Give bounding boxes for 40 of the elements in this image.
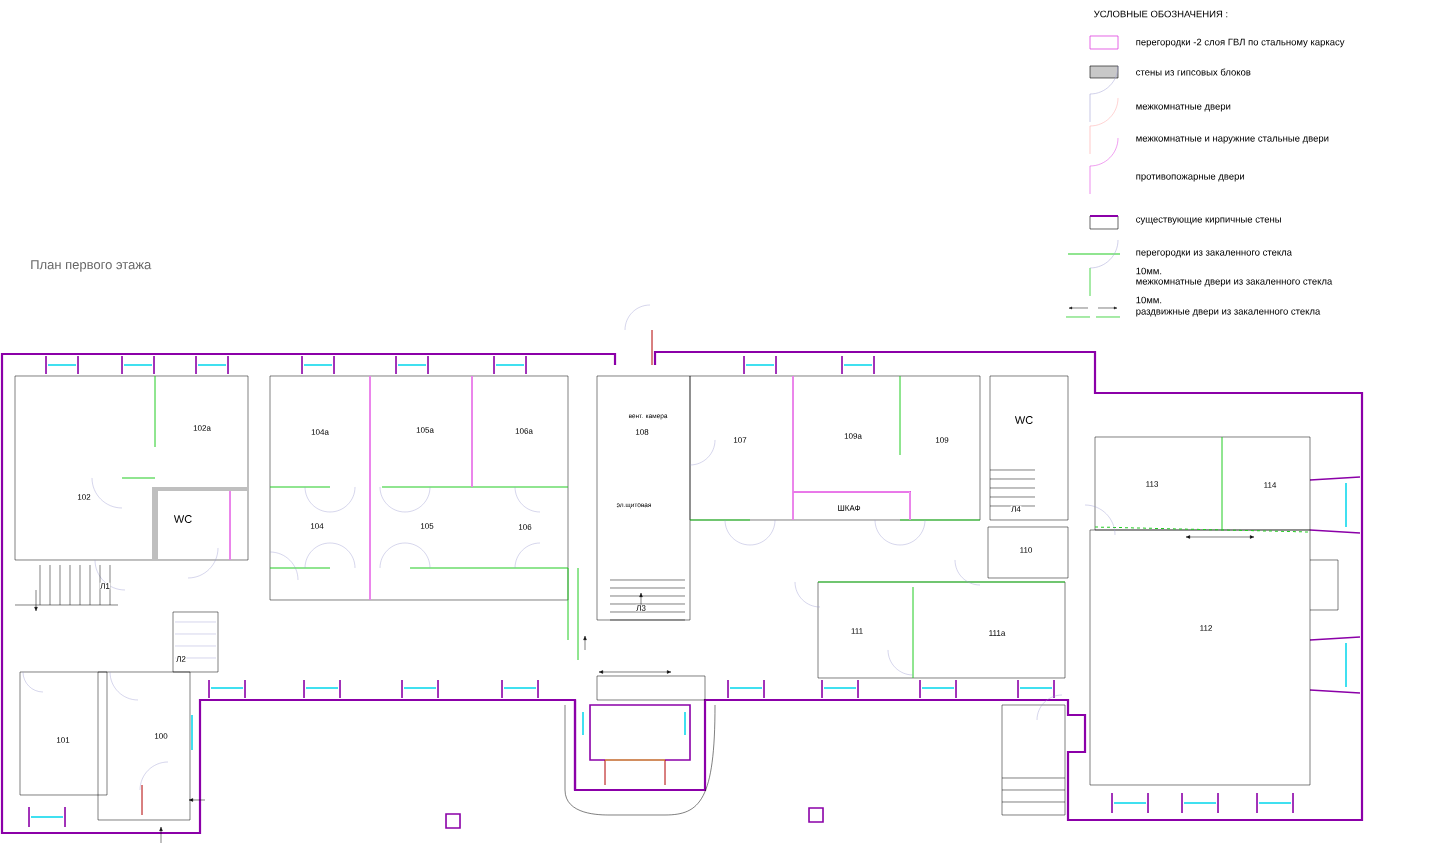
room-label: 100 [153,732,169,740]
room-label: WC [173,514,193,524]
legend-text: перегородки -2 слоя ГВЛ по стальному каркасу [1136,38,1345,48]
legend-text: стены из гипсовых блоков [1136,68,1251,76]
legend-text: межкомнатные двери из закаленного стекла [1136,279,1333,287]
room-label: 109 [934,436,950,444]
room-label: 104а [310,428,330,436]
room-label: 110 [1019,546,1033,554]
room-label: 109а [843,432,863,440]
room-label: 111 [850,627,864,635]
legend-text: межкомнатные и наружние стальные двери [1136,136,1329,144]
room-label: Л2 [175,655,187,663]
room-label: 106 [517,523,533,531]
room-label: Л3 [635,604,647,612]
room-label: 105 [419,522,435,530]
room-label: 107 [732,436,748,444]
room-label: 102 [76,493,92,501]
room-label: 102а [192,424,212,432]
room-label: 114 [1263,481,1277,489]
room-label: 104 [309,522,325,530]
room-label: 105а [415,426,435,434]
legend-text: противопожарные двери [1136,174,1244,182]
legend-heading: УСЛОВНЫЕ ОБОЗНАЧЕНИЯ : [1093,10,1229,18]
room-label: 113 [1145,480,1159,488]
room-label: 108 [634,428,650,436]
plan-title: План первого этажа [31,260,152,272]
room-label: 101 [55,736,71,744]
legend-text: существующие кирпичные стены [1136,217,1281,225]
room-label: Л4 [1010,505,1022,513]
room-label: 111а [988,629,1006,637]
room-label: 106а [514,427,534,435]
room-label: 112 [1199,624,1213,632]
legend-text: раздвижные двери из закаленного стекла [1136,309,1321,317]
room-label: Л1 [99,582,111,590]
legend-note: 10мм. [1135,267,1163,275]
legend-text: межкомнатные двери [1136,104,1231,112]
room-label: ШКАФ [836,504,862,512]
legend-text: перегородки из закаленного стекла [1136,250,1292,258]
legend-note: 10мм. [1135,296,1163,304]
room-label: WC [1014,415,1034,425]
